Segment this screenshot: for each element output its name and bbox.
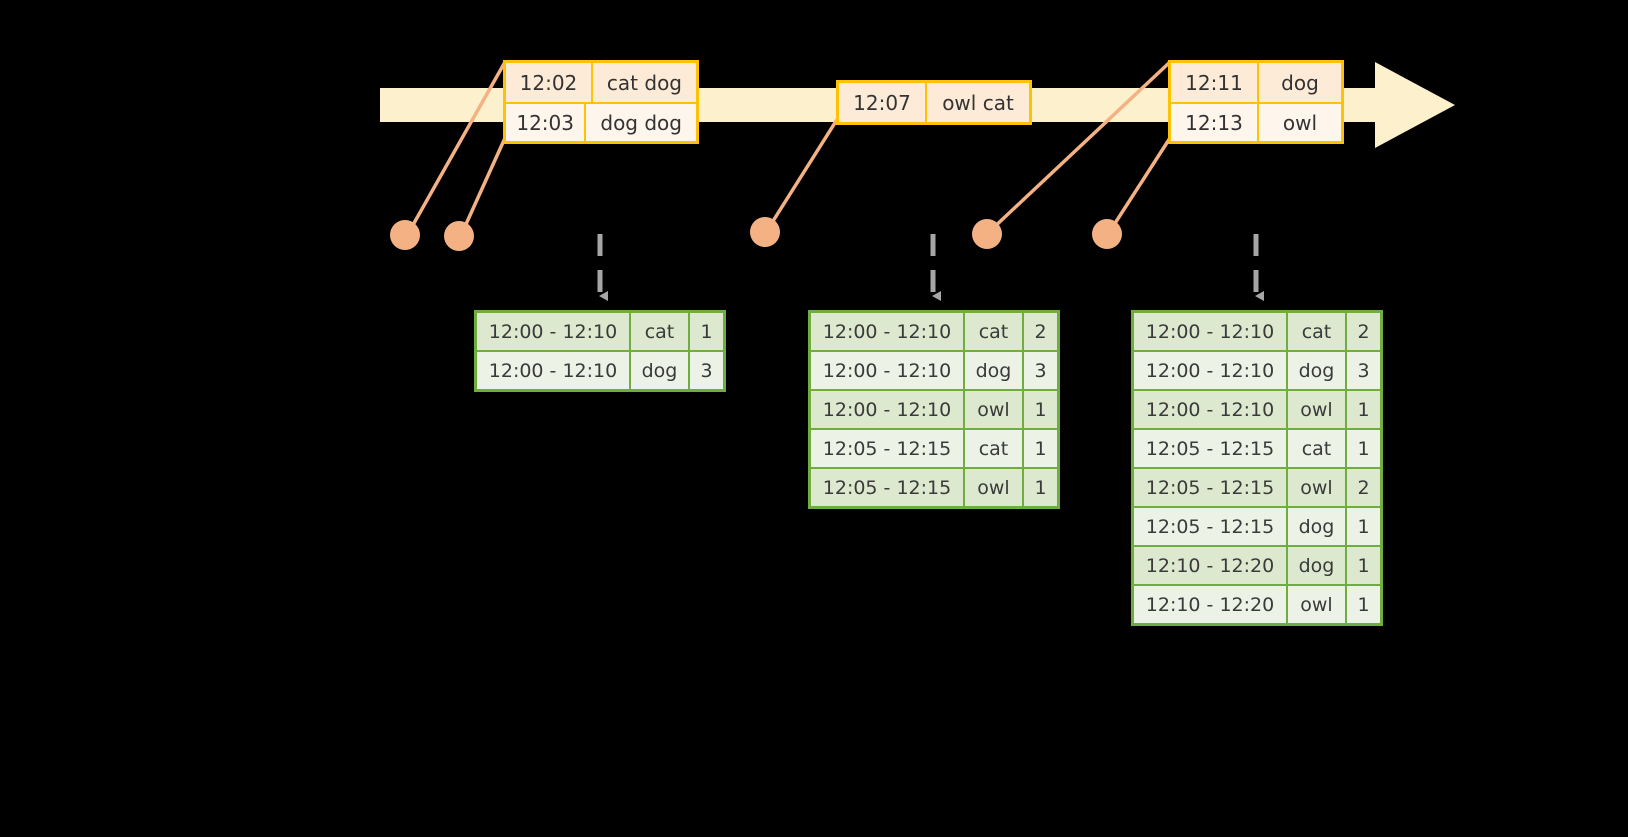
cell-window: 12:05 - 12:15 bbox=[1134, 508, 1286, 545]
cell-word: dog bbox=[631, 352, 688, 389]
dot-1211 bbox=[972, 219, 1002, 249]
cell-window: 12:05 - 12:15 bbox=[811, 430, 963, 467]
event-time: 12:13 bbox=[1171, 104, 1259, 141]
cell-count: 2 bbox=[1024, 313, 1057, 350]
connector-1213 bbox=[1108, 136, 1172, 233]
down-arrows bbox=[597, 234, 1264, 301]
cell-window: 12:00 - 12:10 bbox=[1134, 313, 1286, 350]
cell-window: 12:10 - 12:20 bbox=[1134, 586, 1286, 623]
event-group-3[interactable]: 12:11 dog 12:13 owl bbox=[1168, 60, 1344, 144]
event-row[interactable]: 12:02 cat dog bbox=[506, 63, 696, 102]
cell-window: 12:00 - 12:10 bbox=[1134, 352, 1286, 389]
dot-1213 bbox=[1092, 219, 1122, 249]
cell-word: cat bbox=[965, 313, 1022, 350]
cell-window: 12:00 - 12:10 bbox=[811, 313, 963, 350]
cell-window: 12:00 - 12:10 bbox=[811, 391, 963, 428]
event-row[interactable]: 12:11 dog bbox=[1171, 63, 1341, 102]
cell-word: owl bbox=[965, 391, 1022, 428]
event-time: 12:07 bbox=[839, 83, 927, 122]
cell-word: cat bbox=[965, 430, 1022, 467]
cell-count: 1 bbox=[1347, 547, 1380, 584]
dot-1203 bbox=[444, 221, 474, 251]
cell-window: 12:00 - 12:10 bbox=[811, 352, 963, 389]
cell-count: 1 bbox=[1024, 430, 1057, 467]
cell-window: 12:00 - 12:10 bbox=[477, 352, 629, 389]
cell-word: cat bbox=[631, 313, 688, 350]
cell-count: 1 bbox=[1347, 508, 1380, 545]
event-words: cat dog bbox=[592, 63, 696, 102]
cell-count: 3 bbox=[1347, 352, 1380, 389]
cell-count: 3 bbox=[1024, 352, 1057, 389]
cell-count: 2 bbox=[1347, 313, 1380, 350]
event-words: dog bbox=[1259, 63, 1341, 102]
cell-word: owl bbox=[1288, 586, 1345, 623]
cell-word: dog bbox=[965, 352, 1022, 389]
event-words: owl cat bbox=[927, 83, 1029, 122]
cell-count: 1 bbox=[1347, 391, 1380, 428]
event-row[interactable]: 12:13 owl bbox=[1171, 102, 1341, 141]
event-words: owl bbox=[1259, 104, 1341, 141]
event-time: 12:11 bbox=[1171, 63, 1259, 102]
event-time: 12:03 bbox=[506, 104, 587, 141]
event-dots bbox=[390, 217, 1122, 251]
connector-lines bbox=[407, 60, 1172, 235]
event-group-2[interactable]: 12:07 owl cat bbox=[836, 80, 1032, 125]
cell-window: 12:05 - 12:15 bbox=[1134, 469, 1286, 506]
cell-window: 12:00 - 12:10 bbox=[1134, 391, 1286, 428]
cell-word: dog bbox=[1288, 508, 1345, 545]
cell-count: 3 bbox=[690, 352, 723, 389]
event-words: dog dog bbox=[586, 104, 696, 141]
cell-count: 1 bbox=[1024, 391, 1057, 428]
cell-count: 2 bbox=[1347, 469, 1380, 506]
cell-word: cat bbox=[1288, 430, 1345, 467]
event-group-1[interactable]: 12:02 cat dog 12:03 dog dog bbox=[503, 60, 699, 144]
connector-1207 bbox=[766, 116, 840, 231]
cell-word: owl bbox=[1288, 391, 1345, 428]
dot-1207 bbox=[750, 217, 780, 247]
event-row[interactable]: 12:03 dog dog bbox=[506, 102, 696, 141]
cell-word: dog bbox=[1288, 547, 1345, 584]
cell-window: 12:10 - 12:20 bbox=[1134, 547, 1286, 584]
cell-window: 12:05 - 12:15 bbox=[811, 469, 963, 506]
cell-word: owl bbox=[965, 469, 1022, 506]
cell-word: owl bbox=[1288, 469, 1345, 506]
event-time: 12:02 bbox=[506, 63, 593, 102]
event-row[interactable]: 12:07 owl cat bbox=[839, 83, 1029, 122]
cell-word: cat bbox=[1288, 313, 1345, 350]
cell-window: 12:00 - 12:10 bbox=[477, 313, 629, 350]
dot-1202 bbox=[390, 220, 420, 250]
connector-1211 bbox=[988, 60, 1172, 233]
connector-1202 bbox=[407, 60, 507, 234]
cell-count: 1 bbox=[1347, 586, 1380, 623]
cell-window: 12:05 - 12:15 bbox=[1134, 430, 1286, 467]
cell-word: dog bbox=[1288, 352, 1345, 389]
cell-count: 1 bbox=[1347, 430, 1380, 467]
cell-count: 1 bbox=[1024, 469, 1057, 506]
connector-1203 bbox=[460, 136, 507, 235]
cell-count: 1 bbox=[690, 313, 723, 350]
